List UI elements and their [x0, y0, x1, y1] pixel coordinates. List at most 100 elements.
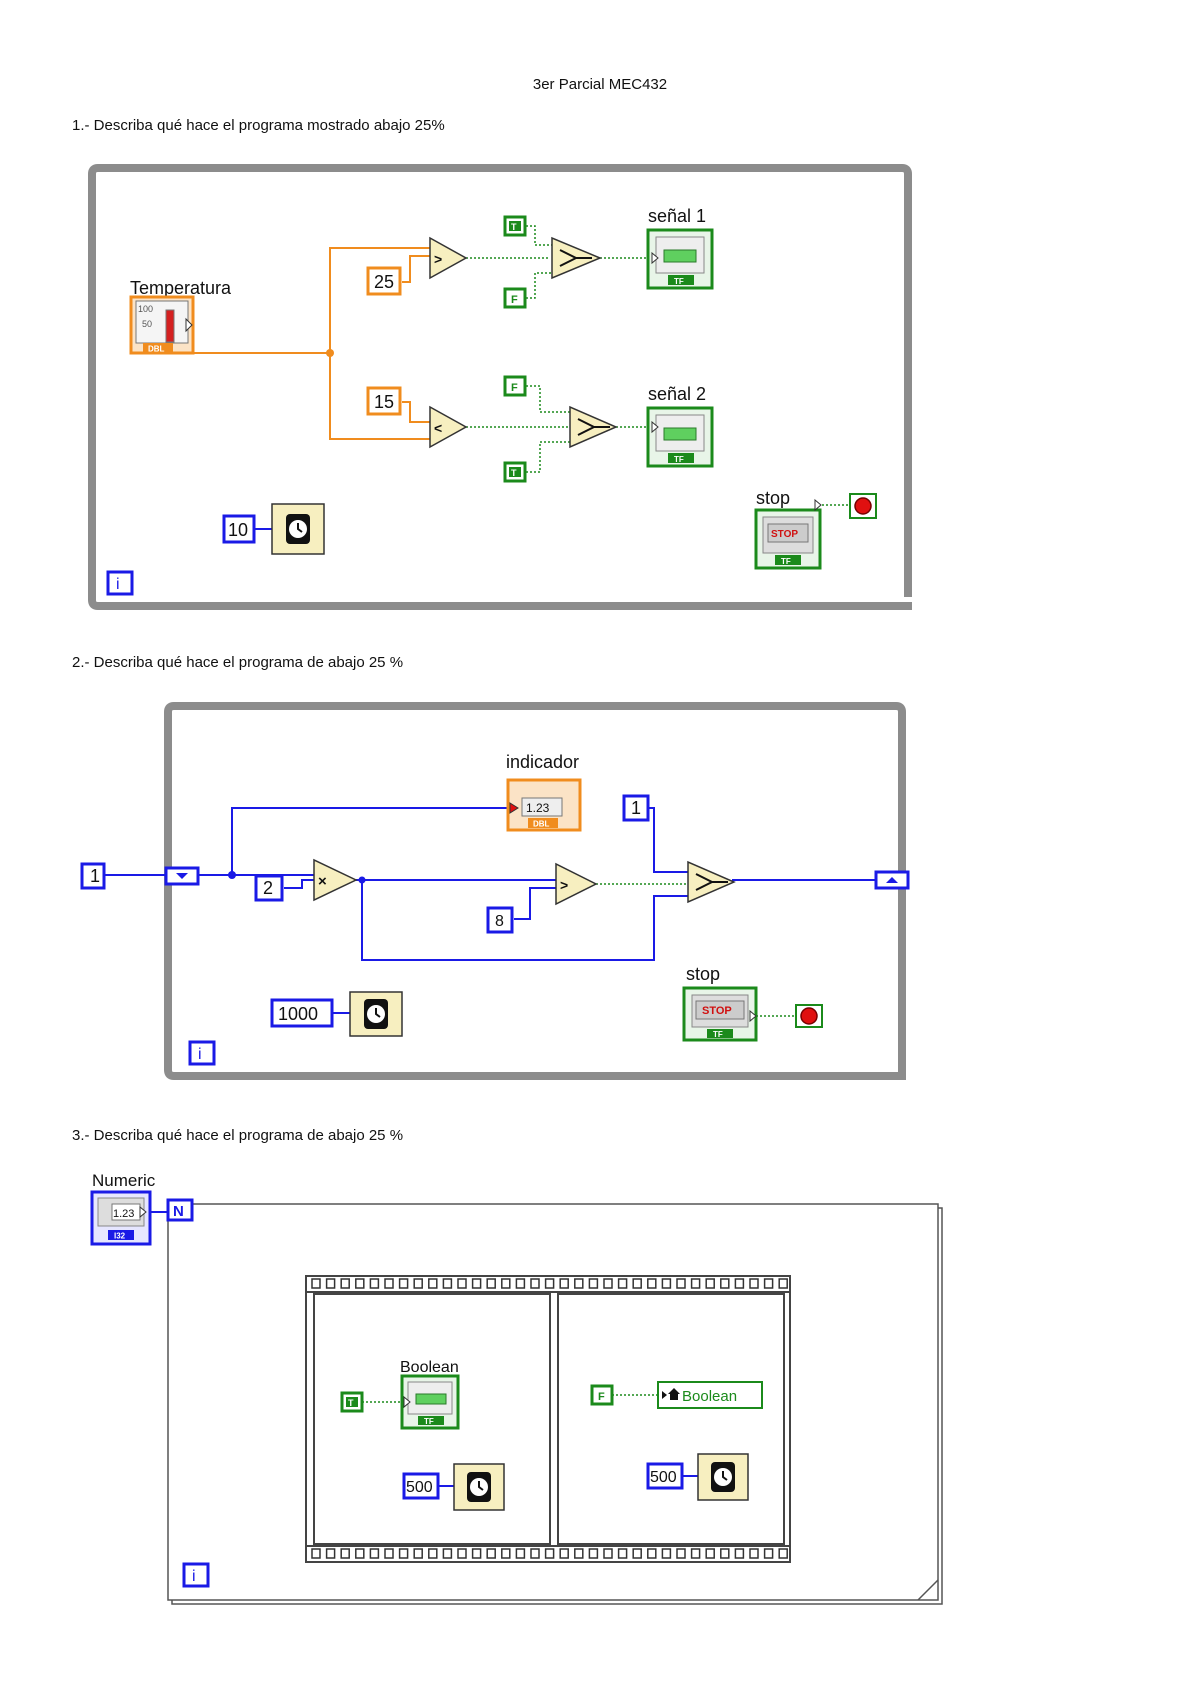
false-constant[interactable]: F	[590, 1384, 614, 1406]
numeric-wires	[104, 807, 882, 1014]
wire-junction	[358, 876, 366, 884]
temperatura-control[interactable]: 100 50 DBL	[129, 295, 195, 355]
wait-ms-node[interactable]	[349, 991, 403, 1037]
boolean-label: Boolean	[400, 1359, 459, 1376]
sprocket-hole	[369, 1278, 380, 1289]
block-diagram-3: Numeric 1.23 I32 N Boolean T TF	[90, 1171, 943, 1605]
svg-text:1.23: 1.23	[526, 801, 550, 815]
less-than-node[interactable]: <	[429, 405, 468, 449]
sprocket-hole	[311, 1278, 321, 1289]
sprocket-hole	[544, 1278, 555, 1289]
sprocket-hole	[647, 1548, 657, 1559]
sprocket-hole	[442, 1548, 453, 1559]
false-constant-2[interactable]: F	[503, 375, 527, 397]
svg-text:i: i	[116, 576, 120, 593]
greater-than-node[interactable]: >	[429, 236, 468, 280]
constant-1[interactable]: 1	[622, 794, 650, 822]
page-title: 3er Parcial MEC432	[532, 76, 668, 93]
led-indicator	[415, 1393, 447, 1405]
sprocket-hole	[749, 1278, 759, 1289]
svg-text:100: 100	[138, 304, 153, 314]
multiply-node[interactable]: ×	[313, 858, 358, 902]
svg-text:T: T	[348, 1398, 354, 1408]
sprocket-hole	[428, 1278, 438, 1289]
sprocket-hole	[340, 1548, 350, 1559]
home-icon	[668, 1388, 680, 1400]
tf-tag: TF	[674, 455, 684, 464]
sprocket-hole	[384, 1278, 394, 1289]
wait-constant-500-2[interactable]: 500	[646, 1462, 684, 1490]
stop-label: stop	[686, 964, 720, 984]
wait-ms-node-1[interactable]	[453, 1463, 505, 1511]
tf-tag: TF	[713, 1030, 723, 1039]
signal1-label: señal 1	[648, 206, 706, 226]
svg-text:T: T	[511, 222, 517, 232]
wait-constant-500-1[interactable]: 500	[402, 1472, 440, 1500]
constant-8[interactable]: 8	[486, 906, 514, 934]
sprocket-hole	[398, 1548, 409, 1559]
select-node-2[interactable]	[569, 405, 618, 449]
svg-text:>: >	[434, 251, 442, 267]
sprocket-hole	[617, 1548, 628, 1559]
orange-wires	[192, 247, 430, 440]
dbl-tag: DBL	[533, 820, 550, 829]
stop-label: stop	[756, 488, 790, 508]
wait-ms-node[interactable]	[271, 503, 325, 555]
sprocket-hole	[486, 1278, 496, 1289]
boolean-local-variable[interactable]: Boolean	[657, 1381, 763, 1409]
loop-condition-terminal	[795, 1004, 823, 1028]
sprocket-hole	[530, 1278, 540, 1289]
iteration-terminal: i	[188, 1040, 216, 1066]
sprocket-hole	[355, 1548, 365, 1559]
svg-text:25: 25	[374, 272, 394, 292]
constant-25[interactable]: 25	[366, 266, 402, 296]
sequence-frame-2	[557, 1293, 785, 1545]
greater-than-node[interactable]: >	[555, 862, 598, 906]
stop-button-control[interactable]: STOP TF	[754, 498, 822, 570]
sprocket-hole	[749, 1548, 759, 1559]
initial-value-constant[interactable]: 1	[80, 862, 106, 890]
svg-text:8: 8	[495, 913, 504, 930]
svg-text:<: <	[434, 420, 442, 436]
sprocket-hole	[501, 1278, 511, 1289]
select-node-1[interactable]	[551, 236, 602, 280]
sprocket-hole	[340, 1278, 350, 1289]
i32-tag: I32	[114, 1232, 126, 1241]
svg-text:F: F	[511, 294, 518, 306]
sprocket-hole	[457, 1278, 467, 1289]
stop-button-control[interactable]: STOP TF	[682, 986, 758, 1042]
select-node[interactable]	[687, 860, 736, 904]
true-constant[interactable]: T	[340, 1391, 364, 1413]
led-indicator	[663, 427, 697, 441]
true-constant-2[interactable]: T	[503, 461, 527, 483]
sprocket-hole	[778, 1278, 788, 1289]
wait-constant-10[interactable]: 10	[222, 514, 256, 544]
true-constant-1[interactable]: T	[503, 215, 527, 237]
loop-condition-terminal	[849, 493, 877, 519]
false-constant-1[interactable]: F	[503, 287, 527, 309]
shift-register-right	[874, 870, 910, 890]
svg-text:Boolean: Boolean	[682, 1388, 737, 1405]
signal2-label: señal 2	[648, 384, 706, 404]
svg-text:1: 1	[631, 798, 641, 818]
constant-15[interactable]: 15	[366, 386, 402, 416]
sprocket-hole	[486, 1548, 496, 1559]
wait-constant-1000[interactable]: 1000	[270, 998, 334, 1028]
question-2: 2.- Describa qué hace el programa de aba…	[72, 654, 404, 671]
indicador-indicator: 1.23 DBL	[506, 778, 582, 832]
wait-ms-node-2[interactable]	[697, 1453, 749, 1501]
numeric-control[interactable]: 1.23 I32	[90, 1190, 152, 1246]
constant-2[interactable]: 2	[254, 874, 284, 902]
iteration-terminal: i	[106, 570, 134, 596]
led-indicator	[663, 249, 697, 263]
svg-text:1000: 1000	[278, 1004, 318, 1024]
output-terminal	[185, 317, 193, 333]
svg-text:50: 50	[142, 319, 152, 329]
sprocket-hole	[544, 1548, 555, 1559]
sprocket-hole	[632, 1548, 642, 1559]
svg-text:F: F	[511, 382, 518, 394]
sprocket-hole	[559, 1548, 569, 1559]
svg-text:1: 1	[90, 866, 100, 886]
sprocket-hole	[588, 1278, 599, 1289]
sprocket-hole	[574, 1278, 584, 1289]
